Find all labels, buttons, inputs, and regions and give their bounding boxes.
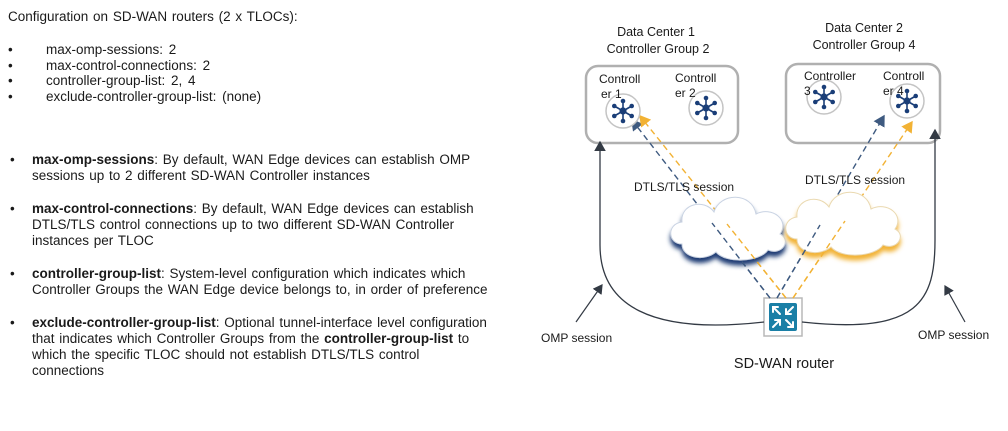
description-item: • controller-group-list: System-level con… — [8, 266, 488, 298]
router-label: SD-WAN router — [734, 356, 834, 372]
controller-1-label-line2: er 1 — [601, 87, 622, 101]
term: exclude-controller-group-list — [32, 315, 216, 330]
controller-3-label-line2: 3 — [804, 84, 811, 98]
description-item: • max-omp-sessions: By default, WAN Edge … — [8, 152, 488, 184]
controller-2-label-line1: Controll — [675, 71, 716, 85]
description-list: •max-omp-sessions: By default, WAN Edge … — [8, 152, 488, 396]
controller-4-label-line2: er 4 — [883, 84, 904, 98]
controller-3: Controller 3 — [804, 69, 856, 115]
omp-pointer-left — [575, 284, 603, 323]
description-text: : Optional tunnel-interface level config… — [32, 315, 487, 346]
omp-session-label-right: OMP session — [918, 328, 989, 342]
config-heading: Configuration on SD-WAN routers (2 x TLO… — [8, 9, 298, 24]
blue-cloud — [670, 196, 786, 261]
dtls-yellow-overlay-left — [726, 223, 787, 299]
omp-session-label-left: OMP session — [541, 331, 612, 345]
bullet: • — [8, 88, 13, 104]
dtls-yellow-overlay-right — [792, 220, 846, 299]
bullet: • — [10, 201, 15, 216]
dc2-group: Controller Group 4 — [813, 38, 916, 52]
description-text: to which the specific TLOC should not es… — [32, 331, 470, 378]
omp-session-line-left — [594, 140, 765, 326]
controller-3-label-line1: Controller — [804, 69, 856, 83]
description-item: • exclude-controller-group-list: Optional… — [8, 315, 488, 379]
omp-pointer-right — [944, 284, 966, 323]
dtls-blue-overlay-right — [776, 224, 821, 299]
config-item-text: max-control-connections: 2 — [46, 57, 211, 73]
dtls-blue-overlay-left — [711, 222, 771, 299]
controller-4: Controll er 4 — [883, 69, 925, 119]
bullet: • — [10, 315, 15, 330]
term: max-control-connections — [32, 201, 194, 216]
term: controller-group-list — [32, 266, 161, 281]
dc2-title: Data Center 2 — [825, 21, 903, 35]
dtls-session-label-right: DTLS/TLS session — [805, 173, 905, 187]
config-item-text: exclude-controller-group-list: (none) — [46, 88, 262, 104]
dtls-session-label-left: DTLS/TLS session — [634, 180, 734, 194]
router-icon — [769, 303, 797, 331]
description-text: : By default, WAN Edge devices can estab… — [32, 201, 474, 248]
bullet: • — [10, 266, 15, 281]
description-text: : System-level configuration which indic… — [32, 266, 488, 297]
controller-4-label-line1: Controll — [883, 69, 924, 83]
dtls-yellow-line-to-controller-1 — [639, 114, 787, 299]
omp-session-line-right — [801, 128, 941, 326]
config-item-text: max-omp-sessions: 2 — [46, 42, 177, 57]
dc1-group: Controller Group 2 — [607, 42, 710, 56]
term: max-omp-sessions — [32, 152, 155, 167]
controller-2: Controll er 2 — [675, 71, 724, 126]
controller-2-label-line2: er 2 — [675, 86, 696, 100]
description-item: • max-control-connections: By default, WA… — [8, 201, 488, 249]
bullet: • — [8, 73, 13, 88]
bullet: • — [8, 42, 13, 57]
bullet: • — [8, 57, 13, 73]
controller-1: Controll er 1 — [599, 72, 641, 129]
bullet: • — [10, 152, 15, 167]
dc1-title: Data Center 1 — [617, 25, 695, 39]
yellow-cloud — [785, 191, 901, 256]
controller-1-label-line1: Controll — [599, 72, 640, 86]
controller-3-icon — [806, 79, 842, 115]
text-panel: Configuration on SD-WAN routers (2 x TLO… — [8, 9, 488, 396]
term: controller-group-list — [324, 331, 454, 346]
config-item-text: controller-group-list: 2, 4 — [46, 73, 196, 88]
description-text: : By default, WAN Edge devices can estab… — [32, 152, 470, 183]
